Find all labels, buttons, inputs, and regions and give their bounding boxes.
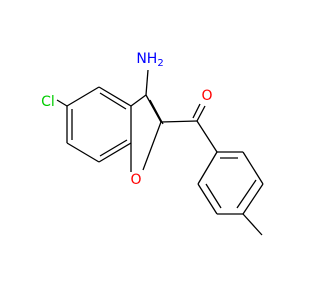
bond-ring-methyl (242, 213, 263, 236)
bond-c7a-c7-inner (99, 139, 128, 157)
bond-ring-4 (242, 183, 264, 215)
bond-c4-c3a-inner (99, 92, 127, 110)
bond-c3-c2 (145, 94, 162, 123)
amino-subscript: 2 (157, 58, 163, 69)
bond-layer (56, 69, 264, 236)
bond-c2-o1 (142, 121, 162, 171)
bond-c3a-c3 (130, 94, 147, 107)
carbonyl-oxygen-label: O (201, 88, 212, 104)
chloro-label: Cl (41, 94, 55, 110)
bond-c2-carbonyl (160, 120, 198, 123)
bond-c5-c4 (66, 86, 100, 107)
bond-ring-2 (197, 183, 218, 215)
bond-carbonyl-o (196, 105, 206, 122)
bond-c7a-c7 (98, 142, 132, 163)
amino-label: NH (136, 51, 157, 67)
bond-c3-n (145, 69, 149, 96)
bond-ring-2-inner (205, 183, 222, 209)
bond-ring-5 (242, 151, 264, 185)
bond-c4-c3a (98, 86, 132, 107)
molecule-structure: NH2 Cl O O (41, 51, 264, 236)
bond-ring-1 (197, 151, 218, 185)
furan-oxygen-label: O (130, 172, 141, 188)
bond-carbonyl-ring (196, 120, 218, 153)
bond-c7-c6 (66, 142, 100, 163)
bond-carbonyl-o-double (192, 103, 201, 119)
bond-c5-cl (56, 99, 68, 107)
bond-ring-4-inner (236, 179, 257, 209)
amino-group-label: NH2 (136, 51, 163, 69)
structure-canvas: NH2 Cl O O (41, 51, 264, 236)
bond-c3-c2-inner (149, 99, 164, 125)
